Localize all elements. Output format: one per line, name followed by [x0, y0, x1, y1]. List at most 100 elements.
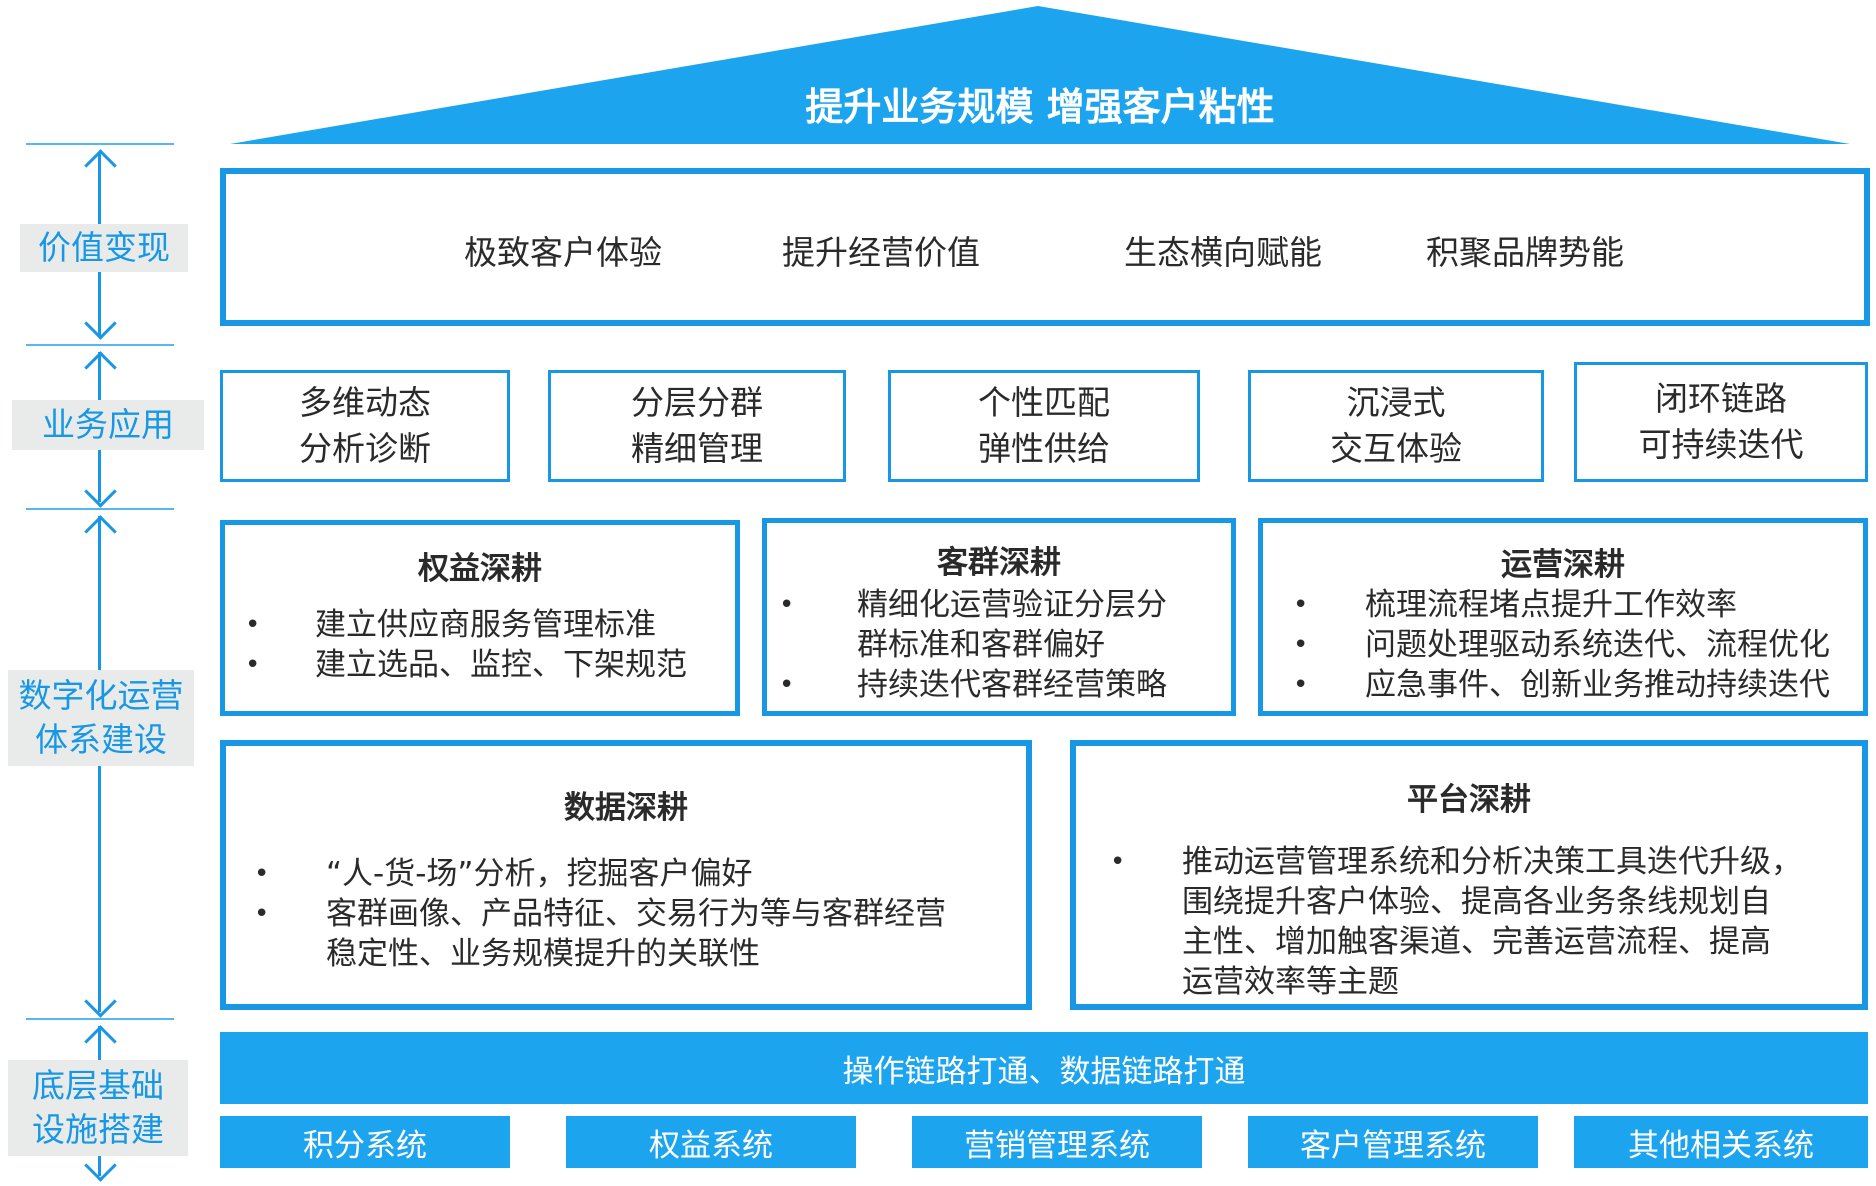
- value-item: 积聚品牌势能: [1426, 233, 1624, 272]
- bullet-item: •客群画像、产品特征、交易行为等与客群经营: [236, 894, 1026, 934]
- side-label-business: 业务应用: [12, 400, 204, 450]
- application-line: 弹性供给: [978, 429, 1110, 468]
- operation-box: 运营深耕 • 梳理流程堵点提升工作效率 • 问题处理驱动系统迭代、流程优化 • 应急事…: [1258, 518, 1868, 716]
- side-label-foundation-line: 设施搭建: [32, 1110, 164, 1149]
- application-box: 分层分群 精细管理: [548, 370, 846, 482]
- bullet-item: • 精细化运营验证分层分: [777, 585, 1237, 625]
- bullet-dot: •: [245, 650, 261, 680]
- bullet-text: 持续迭代客群经营策略: [857, 667, 1167, 703]
- application-line: 闭环链路: [1655, 379, 1787, 418]
- application-box: 个性匹配 弹性供给: [888, 370, 1200, 482]
- bullet-item: • 推动运营管理系统和分析决策工具迭代升级，: [1086, 842, 1870, 882]
- operation-bullets: • 梳理流程堵点提升工作效率 • 问题处理驱动系统迭代、流程优化 • 应急事件、创新业…: [1273, 585, 1867, 705]
- arrow-up-icon: [84, 515, 117, 548]
- platform-title: 平台深耕: [1407, 782, 1531, 818]
- bullet-text: 梳理流程堵点提升工作效率: [1365, 587, 1737, 623]
- bullet-item: 围绕提升客户体验、提高各业务条线规划自: [1086, 882, 1870, 922]
- value-item: 极致客户体验: [464, 233, 662, 272]
- bullet-item: • 持续迭代客群经营策略: [777, 665, 1237, 705]
- side-label-system-line: 体系建设: [35, 720, 167, 759]
- arrow-up-icon: [84, 351, 117, 384]
- arrow-down-icon: [84, 985, 117, 1018]
- side-label-system: 数字化运营 体系建设: [8, 670, 194, 766]
- bullet-dot: •: [779, 670, 795, 700]
- bullet-text: 主性、增加触客渠道、完善运营流程、提高: [1182, 924, 1771, 960]
- bullet-dot: •: [779, 590, 795, 620]
- rights-bullets: • 建立供应商服务管理标准 • 建立选品、监控、下架规范: [235, 605, 735, 685]
- application-box: 多维动态 分析诊断: [220, 370, 510, 482]
- bullet-text: 群标准和客群偏好: [857, 627, 1105, 663]
- bullet-text: 推动运营管理系统和分析决策工具迭代升级，: [1182, 844, 1802, 880]
- system-block: 积分系统: [220, 1116, 510, 1168]
- arrow-down-icon: [84, 475, 117, 508]
- axis-divider: [26, 508, 174, 510]
- bullet-item: • 建立供应商服务管理标准: [235, 605, 735, 645]
- operation-title: 运营深耕: [1501, 547, 1625, 583]
- bullet-text: 运营效率等主题: [1182, 964, 1399, 1000]
- side-label-foundation-line: 底层基础: [32, 1066, 164, 1105]
- application-box: 闭环链路 可持续迭代: [1574, 362, 1868, 482]
- bullet-dot: •: [245, 610, 261, 640]
- bullet-dot: •: [1293, 630, 1309, 660]
- bullet-text: 围绕提升客户体验、提高各业务条线规划自: [1182, 884, 1771, 920]
- value-item: 提升经营价值: [782, 233, 980, 272]
- bullet-item: 稳定性、业务规模提升的关联性: [236, 934, 1026, 974]
- foundation-bar: 操作链路打通、数据链路打通: [220, 1032, 1868, 1104]
- axis-divider: [26, 1018, 174, 1020]
- bullet-text: 精细化运营验证分层分: [857, 587, 1167, 623]
- application-line: 可持续迭代: [1638, 425, 1804, 464]
- bullet-text: 客群画像、产品特征、交易行为等与客群经营: [326, 896, 946, 932]
- bullet-item: • 建立选品、监控、下架规范: [235, 645, 735, 685]
- bullet-dot: •: [1110, 847, 1126, 877]
- axis-divider: [26, 344, 174, 346]
- bullet-text: “人-货-场”分析，挖掘客户偏好: [326, 856, 753, 892]
- bullet-text: 稳定性、业务规模提升的关联性: [326, 936, 760, 972]
- customer-box: 客群深耕 • 精细化运营验证分层分 群标准和客群偏好 • 持续迭代客群经营策略: [762, 518, 1236, 716]
- bullet-item: • 梳理流程堵点提升工作效率: [1273, 585, 1867, 625]
- side-label-system-line: 数字化运营: [18, 676, 184, 715]
- side-label-value: 价值变现: [20, 224, 188, 272]
- bullet-dot: •: [1293, 670, 1309, 700]
- side-label-foundation: 底层基础 设施搭建: [8, 1060, 188, 1156]
- bullet-text: 应急事件、创新业务推动持续迭代: [1365, 667, 1830, 703]
- customer-title: 客群深耕: [937, 545, 1061, 581]
- data-title: 数据深耕: [564, 790, 688, 826]
- roof-shape: [230, 6, 1850, 144]
- system-block: 营销管理系统: [912, 1116, 1202, 1168]
- bullet-text: 建立选品、监控、下架规范: [315, 647, 687, 683]
- bullet-item: 运营效率等主题: [1086, 962, 1870, 1002]
- bullet-dot: •: [254, 859, 270, 889]
- arrow-up-icon: [84, 1025, 117, 1058]
- bullet-item: • 问题处理驱动系统迭代、流程优化: [1273, 625, 1867, 665]
- bullet-text: 建立供应商服务管理标准: [315, 607, 656, 643]
- rights-box: 权益深耕 • 建立供应商服务管理标准 • 建立选品、监控、下架规范: [220, 520, 740, 716]
- data-bullets: •“人-货-场”分析，挖掘客户偏好 •客群画像、产品特征、交易行为等与客群经营 …: [236, 854, 1026, 974]
- data-box: 数据深耕 • “人-货-场”分析，挖掘客户偏好 •客群画像、产品特征、交易行为等与…: [220, 740, 1032, 1010]
- axis-divider: [26, 143, 174, 145]
- roof-title: 提升业务规模 增强客户粘性: [805, 85, 1275, 129]
- application-line: 分析诊断: [299, 429, 431, 468]
- bullet-item: • 应急事件、创新业务推动持续迭代: [1273, 665, 1867, 705]
- system-block: 其他相关系统: [1574, 1116, 1868, 1168]
- platform-bullets: • 推动运营管理系统和分析决策工具迭代升级， 围绕提升客户体验、提高各业务条线规划…: [1086, 842, 1870, 1002]
- bullet-dot: •: [1293, 590, 1309, 620]
- system-block: 权益系统: [566, 1116, 856, 1168]
- rights-title: 权益深耕: [418, 551, 542, 587]
- application-line: 分层分群: [631, 383, 763, 422]
- bullet-item: 群标准和客群偏好: [777, 625, 1237, 665]
- bullet-text: 问题处理驱动系统迭代、流程优化: [1365, 627, 1830, 663]
- value-item: 生态横向赋能: [1124, 233, 1322, 272]
- arrow-up-icon: [84, 149, 117, 182]
- system-block: 客户管理系统: [1248, 1116, 1538, 1168]
- application-box: 沉浸式 交互体验: [1248, 370, 1544, 482]
- application-line: 沉浸式: [1346, 383, 1446, 422]
- customer-bullets: • 精细化运营验证分层分 群标准和客群偏好 • 持续迭代客群经营策略: [777, 585, 1237, 705]
- application-line: 多维动态: [299, 383, 431, 422]
- application-line: 交互体验: [1330, 429, 1462, 468]
- application-line: 个性匹配: [978, 383, 1110, 422]
- platform-box: 平台深耕 • 推动运营管理系统和分析决策工具迭代升级， 围绕提升客户体验、提高各业…: [1070, 740, 1868, 1010]
- arrow-down-icon: [84, 307, 117, 340]
- bullet-item: 主性、增加触客渠道、完善运营流程、提高: [1086, 922, 1870, 962]
- application-line: 精细管理: [631, 429, 763, 468]
- bullet-item: • “人-货-场”分析，挖掘客户偏好: [236, 854, 1026, 894]
